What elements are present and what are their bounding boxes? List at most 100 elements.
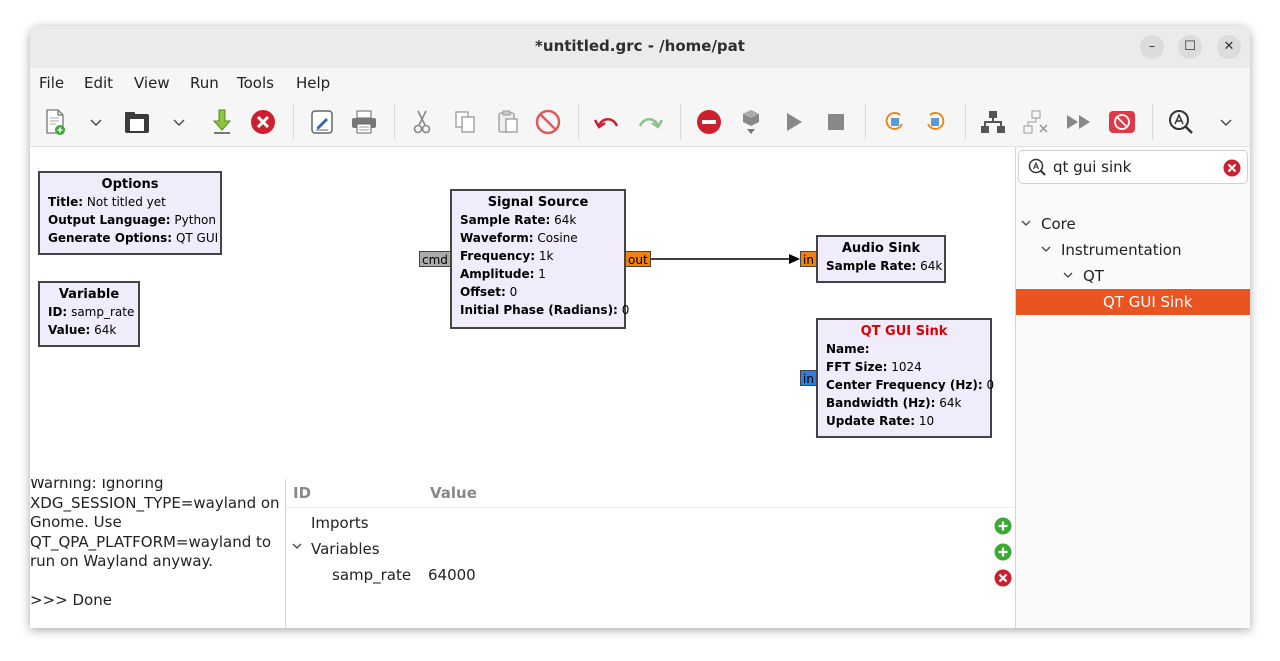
- toolbar-separator: [680, 104, 681, 140]
- bypass-icon[interactable]: [979, 108, 1007, 136]
- more-icon[interactable]: [1212, 108, 1240, 136]
- title-bar: *untitled.grc - /home/pat – ☐ ✕: [30, 26, 1250, 69]
- console-output: Warning: Ignoring XDG_SESSION_TYPE=wayla…: [30, 479, 280, 609]
- block-param: Value: 64k: [48, 323, 117, 337]
- options-block[interactable]: Options Title: Not titled yet Output Lan…: [38, 171, 222, 255]
- menu-bar: File Edit View Run Tools Help: [30, 68, 1250, 98]
- tree-item-instrumentation[interactable]: Instrumentation: [1061, 241, 1182, 259]
- search-input[interactable]: qt gui sink: [1053, 158, 1132, 176]
- add-import-icon[interactable]: [994, 517, 1012, 539]
- imports-row[interactable]: Imports: [311, 514, 369, 532]
- toolbar: [30, 98, 1250, 147]
- find-icon[interactable]: [1167, 108, 1195, 136]
- variable-value[interactable]: 64000: [428, 566, 476, 584]
- chevron-down-icon[interactable]: [1062, 268, 1074, 286]
- close-button[interactable]: ✕: [1217, 35, 1241, 59]
- variable-id[interactable]: samp_rate: [332, 566, 412, 584]
- block-param: Frequency: 1k: [460, 249, 554, 263]
- block-param: Sample Rate: 64k: [826, 259, 943, 273]
- search-box[interactable]: qt gui sink: [1018, 150, 1248, 184]
- connection-line[interactable]: [30, 147, 1015, 479]
- tree-item-qt[interactable]: QT: [1083, 267, 1104, 285]
- port-cmd[interactable]: cmd: [419, 251, 451, 267]
- header-divider: [286, 507, 1015, 508]
- block-title: Options: [101, 177, 159, 192]
- minimize-button[interactable]: –: [1140, 35, 1164, 59]
- clear-search-icon[interactable]: [1223, 159, 1241, 181]
- rotate-cw-icon[interactable]: [922, 108, 950, 136]
- dropdown-icon[interactable]: [82, 108, 110, 136]
- block-param: Update Rate: 10: [826, 414, 935, 428]
- block-param: Waveform: Cosine: [460, 231, 578, 245]
- kill-icon[interactable]: [1108, 108, 1136, 136]
- chevron-down-icon[interactable]: [1040, 242, 1052, 260]
- flowgraph-canvas[interactable]: Options Title: Not titled yet Output Lan…: [30, 147, 1015, 479]
- toolbar-separator: [293, 104, 294, 140]
- block-param: Initial Phase (Radians): 0: [460, 303, 630, 317]
- chevron-down-icon[interactable]: [1020, 216, 1032, 234]
- menu-view[interactable]: View: [134, 74, 170, 92]
- block-param: ID: samp_rate: [48, 305, 135, 319]
- block-param: Name:: [826, 342, 870, 356]
- menu-tools[interactable]: Tools: [237, 74, 274, 92]
- close-flowgraph-icon[interactable]: [249, 108, 277, 136]
- tree-item-label: QT GUI Sink: [1103, 293, 1193, 311]
- block-param: Sample Rate: 64k: [460, 213, 577, 227]
- add-variable-icon[interactable]: [994, 543, 1012, 565]
- qt-gui-sink-block[interactable]: QT GUI Sink Name: FFT Size: 1024 Center …: [816, 318, 994, 438]
- copy-icon[interactable]: [451, 108, 479, 136]
- paste-icon[interactable]: [494, 108, 522, 136]
- generate-icon[interactable]: [737, 108, 765, 136]
- variable-block[interactable]: Variable ID: samp_rate Value: 64k: [38, 281, 140, 347]
- variables-row[interactable]: Variables: [311, 540, 380, 558]
- new-file-icon[interactable]: [41, 108, 69, 136]
- block-param: Generate Options: QT GUI: [48, 231, 219, 245]
- tree-item-core[interactable]: Core: [1041, 215, 1076, 233]
- dropdown-icon[interactable]: [165, 108, 193, 136]
- undo-icon[interactable]: [593, 108, 621, 136]
- window-title: *untitled.grc - /home/pat: [535, 37, 745, 55]
- port-out[interactable]: out: [625, 251, 651, 267]
- block-param: Output Language: Python: [48, 213, 217, 227]
- block-title: Signal Source: [487, 195, 589, 210]
- toolbar-separator: [1152, 104, 1153, 140]
- tree-item-qt-gui-sink[interactable]: QT GUI Sink: [1016, 289, 1250, 315]
- redo-icon[interactable]: [636, 108, 664, 136]
- column-header-value[interactable]: Value: [430, 484, 477, 502]
- remove-variable-icon[interactable]: [994, 569, 1012, 591]
- console-panel: Warning: Ignoring XDG_SESSION_TYPE=wayla…: [30, 479, 286, 628]
- execute-icon[interactable]: [780, 108, 808, 136]
- cut-icon[interactable]: [408, 108, 436, 136]
- toolbar-separator: [394, 104, 395, 140]
- column-header-id[interactable]: ID: [293, 484, 312, 502]
- delete-icon[interactable]: [534, 108, 562, 136]
- search-icon: [1028, 158, 1046, 180]
- save-icon[interactable]: [208, 108, 236, 136]
- stop-icon[interactable]: [822, 108, 850, 136]
- toolbar-separator: [965, 104, 966, 140]
- audio-sink-block[interactable]: Audio Sink Sample Rate: 64k: [816, 235, 946, 283]
- menu-file[interactable]: File: [39, 74, 65, 92]
- port-in[interactable]: in: [800, 251, 817, 267]
- rotate-ccw-icon[interactable]: [880, 108, 908, 136]
- block-title: Variable: [58, 287, 120, 302]
- signal-source-block[interactable]: Signal Source Sample Rate: 64k Waveform:…: [450, 189, 630, 329]
- print-icon[interactable]: [350, 108, 378, 136]
- chevron-down-icon[interactable]: [291, 539, 303, 557]
- variables-panel: ID Value Imports Variables samp_rate 640…: [286, 479, 1015, 628]
- unbypass-icon[interactable]: [1022, 108, 1050, 136]
- menu-help[interactable]: Help: [296, 74, 331, 92]
- maximize-button[interactable]: ☐: [1178, 35, 1202, 59]
- skip-icon[interactable]: [1065, 108, 1093, 136]
- menu-run[interactable]: Run: [190, 74, 219, 92]
- block-title: Audio Sink: [841, 241, 921, 256]
- menu-edit[interactable]: Edit: [84, 74, 114, 92]
- block-param: Offset: 0: [460, 285, 518, 299]
- toolbar-separator: [578, 104, 579, 140]
- open-icon[interactable]: [123, 108, 151, 136]
- port-in[interactable]: in: [800, 370, 817, 386]
- properties-icon[interactable]: [308, 108, 336, 136]
- block-param: Bandwidth (Hz): 64k: [826, 396, 962, 410]
- disable-icon[interactable]: [695, 108, 723, 136]
- app-window: *untitled.grc - /home/pat – ☐ ✕ File Edi…: [30, 26, 1250, 628]
